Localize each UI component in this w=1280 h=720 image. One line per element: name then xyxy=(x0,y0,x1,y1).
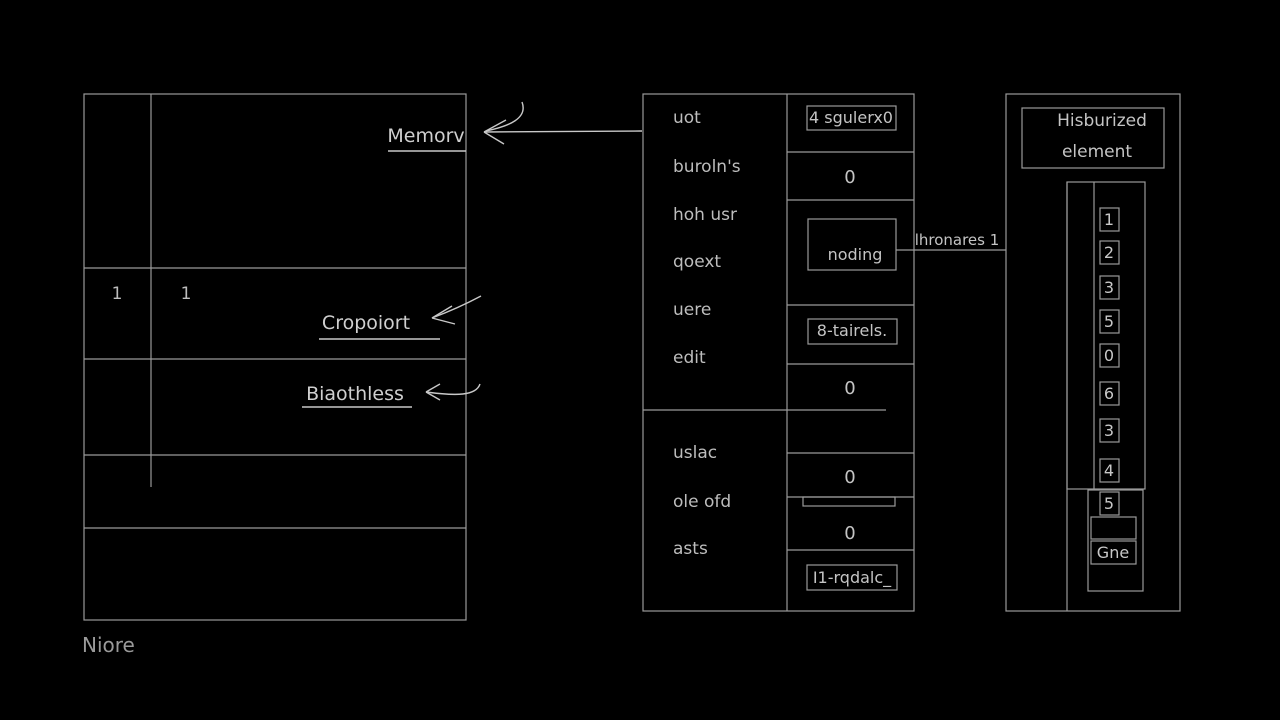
stack-item-box xyxy=(1099,275,1120,300)
stack-item-box xyxy=(1099,240,1120,265)
row-label: edit xyxy=(673,348,706,368)
bottom-box xyxy=(1090,540,1137,565)
footer-label: Niore xyxy=(82,633,135,657)
slot-box xyxy=(802,496,896,507)
middle-right-connector: lhronares 1 xyxy=(896,231,1006,251)
title-line: Hisburized xyxy=(1057,111,1147,131)
arrows xyxy=(425,101,643,401)
value-box xyxy=(807,218,897,271)
stack-slot xyxy=(1090,516,1137,540)
middle-panel-frame xyxy=(642,93,915,612)
stack-item-box xyxy=(1099,381,1120,406)
row-label: hoh usr xyxy=(673,205,737,225)
value-text: 0 xyxy=(844,378,855,399)
bottom-label: Gne xyxy=(1097,543,1129,562)
stack-item-number: 0 xyxy=(1104,346,1114,365)
arrow-head xyxy=(425,383,441,401)
stack-item-box xyxy=(1099,491,1120,516)
stack-item-number: 1 xyxy=(1104,210,1114,229)
value-text: 0 xyxy=(844,467,855,488)
value-box xyxy=(806,564,898,591)
stack-item-number: 5 xyxy=(1104,494,1114,513)
title-line-2: element xyxy=(1062,142,1132,162)
title-box xyxy=(1021,107,1165,169)
value-box xyxy=(806,105,897,131)
value-text: 0 xyxy=(844,167,855,188)
connector-arrow xyxy=(483,130,643,133)
arrow-head xyxy=(431,305,456,325)
stack-item-box xyxy=(1099,343,1120,368)
stack-item-number: 2 xyxy=(1104,243,1114,262)
stack-item-number: 5 xyxy=(1104,312,1114,331)
label-biaothless: Biaothless xyxy=(306,383,404,405)
stack-item-box xyxy=(1099,309,1120,334)
stack-item-number: 4 xyxy=(1104,461,1114,480)
row-label: uere xyxy=(673,300,711,320)
stack-item-number: 3 xyxy=(1104,278,1114,297)
row-label: uot xyxy=(673,108,701,128)
row-label: uslac xyxy=(673,443,717,463)
label-cropoiort: Cropoiort xyxy=(322,312,410,334)
stack-item-number: 3 xyxy=(1104,421,1114,440)
stack-footer-frame xyxy=(1087,489,1144,592)
value-text: noding xyxy=(828,245,883,264)
stack-item-box xyxy=(1099,458,1120,483)
connector-arrow xyxy=(431,295,482,319)
row-label: asts xyxy=(673,539,708,559)
value-text: I1-rqdalc_ xyxy=(813,568,892,588)
connector-label: lhronares 1 xyxy=(915,231,1000,249)
value-text: 4 sgulerx0 xyxy=(809,108,893,127)
row-label: qoext xyxy=(673,252,721,272)
middle-panel: uot buroln's hoh usr qoext uere edit usl… xyxy=(642,93,915,612)
stack-frame xyxy=(1066,181,1146,490)
title-line-1: Hisburized xyxy=(1057,111,1147,131)
label-memory: Memorv xyxy=(387,125,464,147)
cell-value: 1 xyxy=(112,284,123,304)
cell-value: 1 xyxy=(181,284,192,304)
row-label: ole ofd xyxy=(673,492,731,512)
stack-item-box xyxy=(1099,207,1120,232)
stack-item-box xyxy=(1099,418,1120,443)
right-panel-frame xyxy=(1005,93,1181,612)
value-box xyxy=(807,318,898,345)
row-label: buroln's xyxy=(673,157,741,177)
left-panel: 1 1 Memorv Cropoiort Biaothless xyxy=(83,93,467,621)
value-text: 8-tairels. xyxy=(817,321,887,340)
arrow-flourish xyxy=(485,101,524,132)
stack-item-number: 6 xyxy=(1104,384,1114,403)
left-panel-frame xyxy=(83,93,467,621)
right-panel: Hisburized element Gne 1 2 3 5 0 6 3 4 5 xyxy=(1005,93,1181,612)
value-text: 0 xyxy=(844,523,855,544)
connector-arrow xyxy=(425,383,481,396)
stack-items: 1 2 3 5 0 6 3 4 5 xyxy=(1099,207,1120,516)
